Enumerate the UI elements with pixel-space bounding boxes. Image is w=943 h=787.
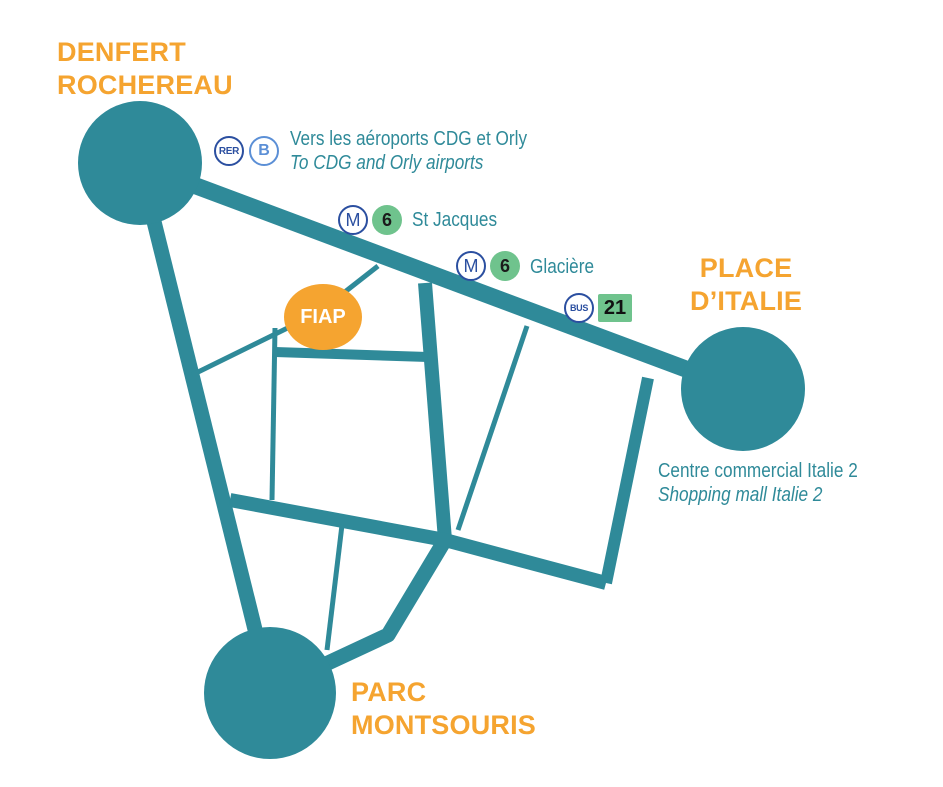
metro-logo-icon: M (338, 205, 368, 235)
rer-line-b-icon: B (249, 136, 279, 166)
rer-airports-text-en: To CDG and Orly airports (290, 152, 484, 174)
mall-text-en: Shopping mall Italie 2 (658, 484, 823, 506)
street-glaciere-diagonal (455, 325, 530, 531)
denfert-rochereau-hub (78, 101, 202, 225)
label-denfert-line2: ROCHEREAU (57, 70, 233, 100)
station-glaciere: Glacière (530, 256, 595, 278)
hubs (78, 101, 805, 759)
street-fiap-east (274, 347, 429, 362)
station-st-jacques: St Jacques (412, 209, 498, 231)
rer-airports-text-fr: Vers les aéroports CDG et Orly (290, 128, 528, 150)
mall-text-fr: Centre commercial Italie 2 (658, 460, 858, 482)
label-italie-line2: D’ITALIE (690, 286, 803, 316)
rer-logo-icon: RER (214, 136, 244, 166)
street-fiap-vertical (269, 327, 278, 501)
bus-logo-icon: BUS (564, 293, 594, 323)
street-east-vertical (600, 376, 654, 585)
fiap-marker[interactable]: FIAP (284, 284, 362, 350)
mall-italie-2-text: Centre commercial Italie 2 Shopping mall… (658, 459, 858, 507)
label-denfert-line1: DENFERT (57, 37, 186, 67)
street-boulevard-denfert-italie (137, 157, 745, 398)
label-parc-line1: PARC (351, 677, 427, 707)
metro-logo-icon: M (456, 251, 486, 281)
rer-airports-text: Vers les aéroports CDG et Orly To CDG an… (290, 127, 527, 175)
place-italie-hub (681, 327, 805, 451)
parc-montsouris-hub (204, 627, 336, 759)
street-denfert-parc (132, 163, 278, 692)
label-parc-line2: MONTSOURIS (351, 710, 537, 740)
label-place-italie: PLACE D’ITALIE (690, 252, 802, 318)
bus-line-21-icon: 21 (598, 294, 632, 322)
metro-line-6-icon: 6 (372, 205, 402, 235)
street-horizontal-south (228, 493, 608, 590)
label-denfert-rochereau: DENFERT ROCHEREAU (57, 36, 233, 102)
street-south-short (324, 524, 345, 651)
label-italie-line1: PLACE (699, 253, 793, 283)
metro-line-6-icon: 6 (490, 251, 520, 281)
street-vertical-main (418, 282, 452, 541)
streets (132, 157, 745, 697)
label-parc-montsouris: PARC MONTSOURIS (351, 676, 536, 742)
